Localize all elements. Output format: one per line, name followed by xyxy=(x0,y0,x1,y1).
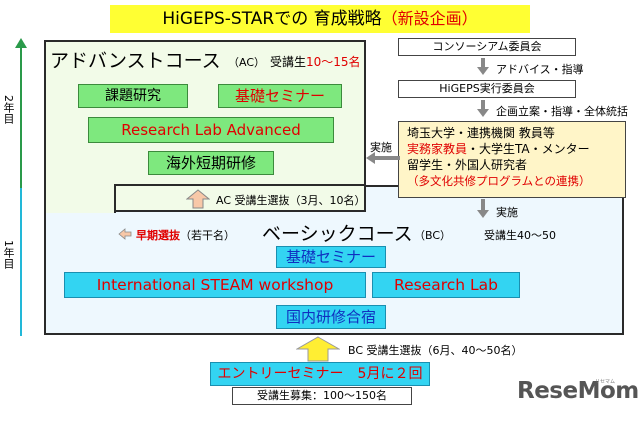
ac-code: （AC） xyxy=(228,56,266,69)
ac-title-text: アドバンストコース xyxy=(50,50,221,72)
ac-selection-arrow xyxy=(186,189,210,209)
year2-label: 2年目 xyxy=(2,95,15,124)
bc-selection-label: BC 受講生選抜（6月、40〜50名） xyxy=(348,344,523,357)
early-label: 早期選抜 xyxy=(136,229,180,242)
timeline-year1-line xyxy=(20,188,22,336)
early-selection: 早期選抜（若干名） xyxy=(136,227,235,243)
implement-down-label: 実施 xyxy=(496,206,518,219)
course-divider xyxy=(114,184,366,213)
ac-selection-label: AC 受講生選抜（3月、10名） xyxy=(216,194,366,207)
ac-item-research-lab-advanced: Research Lab Advanced xyxy=(88,117,334,143)
divider-left-edge xyxy=(44,183,46,215)
advice-label: アドバイス・指導 xyxy=(496,63,584,76)
staff-practitioner: 実務家教員 xyxy=(407,142,468,156)
ac-item-research: 課題研究 xyxy=(78,84,188,108)
committee-box: HiGEPS実行委員会 xyxy=(398,80,576,98)
implement-left-arrow-icon xyxy=(366,152,400,164)
bc-students: 受講生40〜50 xyxy=(484,229,556,242)
resemom-logo-sub: リセマム xyxy=(595,379,616,385)
bc-title: ベーシックコース xyxy=(262,223,413,245)
bc-item-domestic-camp: 国内研修合宿 xyxy=(276,305,386,329)
bc-item-steam-workshop: International STEAM workshop xyxy=(64,272,366,298)
advice-arrow-icon xyxy=(477,58,489,75)
title-main: HiGEPS-STARでの 育成戦略 xyxy=(162,9,382,29)
staff-line3: 留学生・外国人研究者 xyxy=(407,158,528,172)
bc-item-research-lab: Research Lab xyxy=(372,272,520,298)
implement-down-arrow-icon xyxy=(477,199,489,218)
entry-seminar-box: エントリーセミナー 5月に２回 xyxy=(210,362,430,386)
early-note: （若干名） xyxy=(180,229,235,242)
resemom-logo: ReseMom xyxy=(517,378,639,404)
timeline-lines xyxy=(15,38,27,336)
diagram-title: HiGEPS-STARでの 育成戦略（新設企画） xyxy=(110,5,530,33)
planning-arrow-icon xyxy=(477,100,489,117)
ac-box-extension xyxy=(46,183,116,213)
bc-code: （BC） xyxy=(414,229,452,242)
timeline-year2-line xyxy=(20,48,22,188)
title-sub: （新設企画） xyxy=(381,9,478,28)
staff-box: 埼玉大学・連携機関 教員等 実務家教員・大学生TA・メンター 留学生・外国人研究… xyxy=(398,121,626,198)
early-arrow-icon xyxy=(118,228,132,240)
implement-left-label: 実施 xyxy=(370,141,392,154)
ac-students-range: 10〜15名 xyxy=(306,55,361,69)
timeline-arrow-head xyxy=(15,38,27,48)
staff-line4: （多文化共修プログラムとの連携） xyxy=(407,174,591,188)
ac-students-label: 受講生 xyxy=(270,55,307,69)
bc-selection-arrow xyxy=(296,336,340,362)
year1-label: 1年目 xyxy=(2,240,15,269)
consortium-box: コンソーシアム委員会 xyxy=(398,38,576,56)
ac-title: アドバンストコース xyxy=(50,46,221,73)
staff-ta-mentor: ・大学生TA・メンター xyxy=(467,142,590,156)
recruit-box: 受講生募集：100〜150名 xyxy=(232,387,412,405)
ac-item-overseas: 海外短期研修 xyxy=(148,151,274,175)
staff-line2: 実務家教員・大学生TA・メンター xyxy=(407,141,617,157)
ac-item-seminar: 基礎セミナー xyxy=(218,84,342,108)
ac-students: 受講生10〜15名 xyxy=(270,53,361,70)
bc-item-seminar: 基礎セミナー xyxy=(276,246,386,268)
planning-label: 企画立案・指導・全体統括 xyxy=(496,105,628,118)
staff-line1: 埼玉大学・連携機関 教員等 xyxy=(407,126,555,140)
